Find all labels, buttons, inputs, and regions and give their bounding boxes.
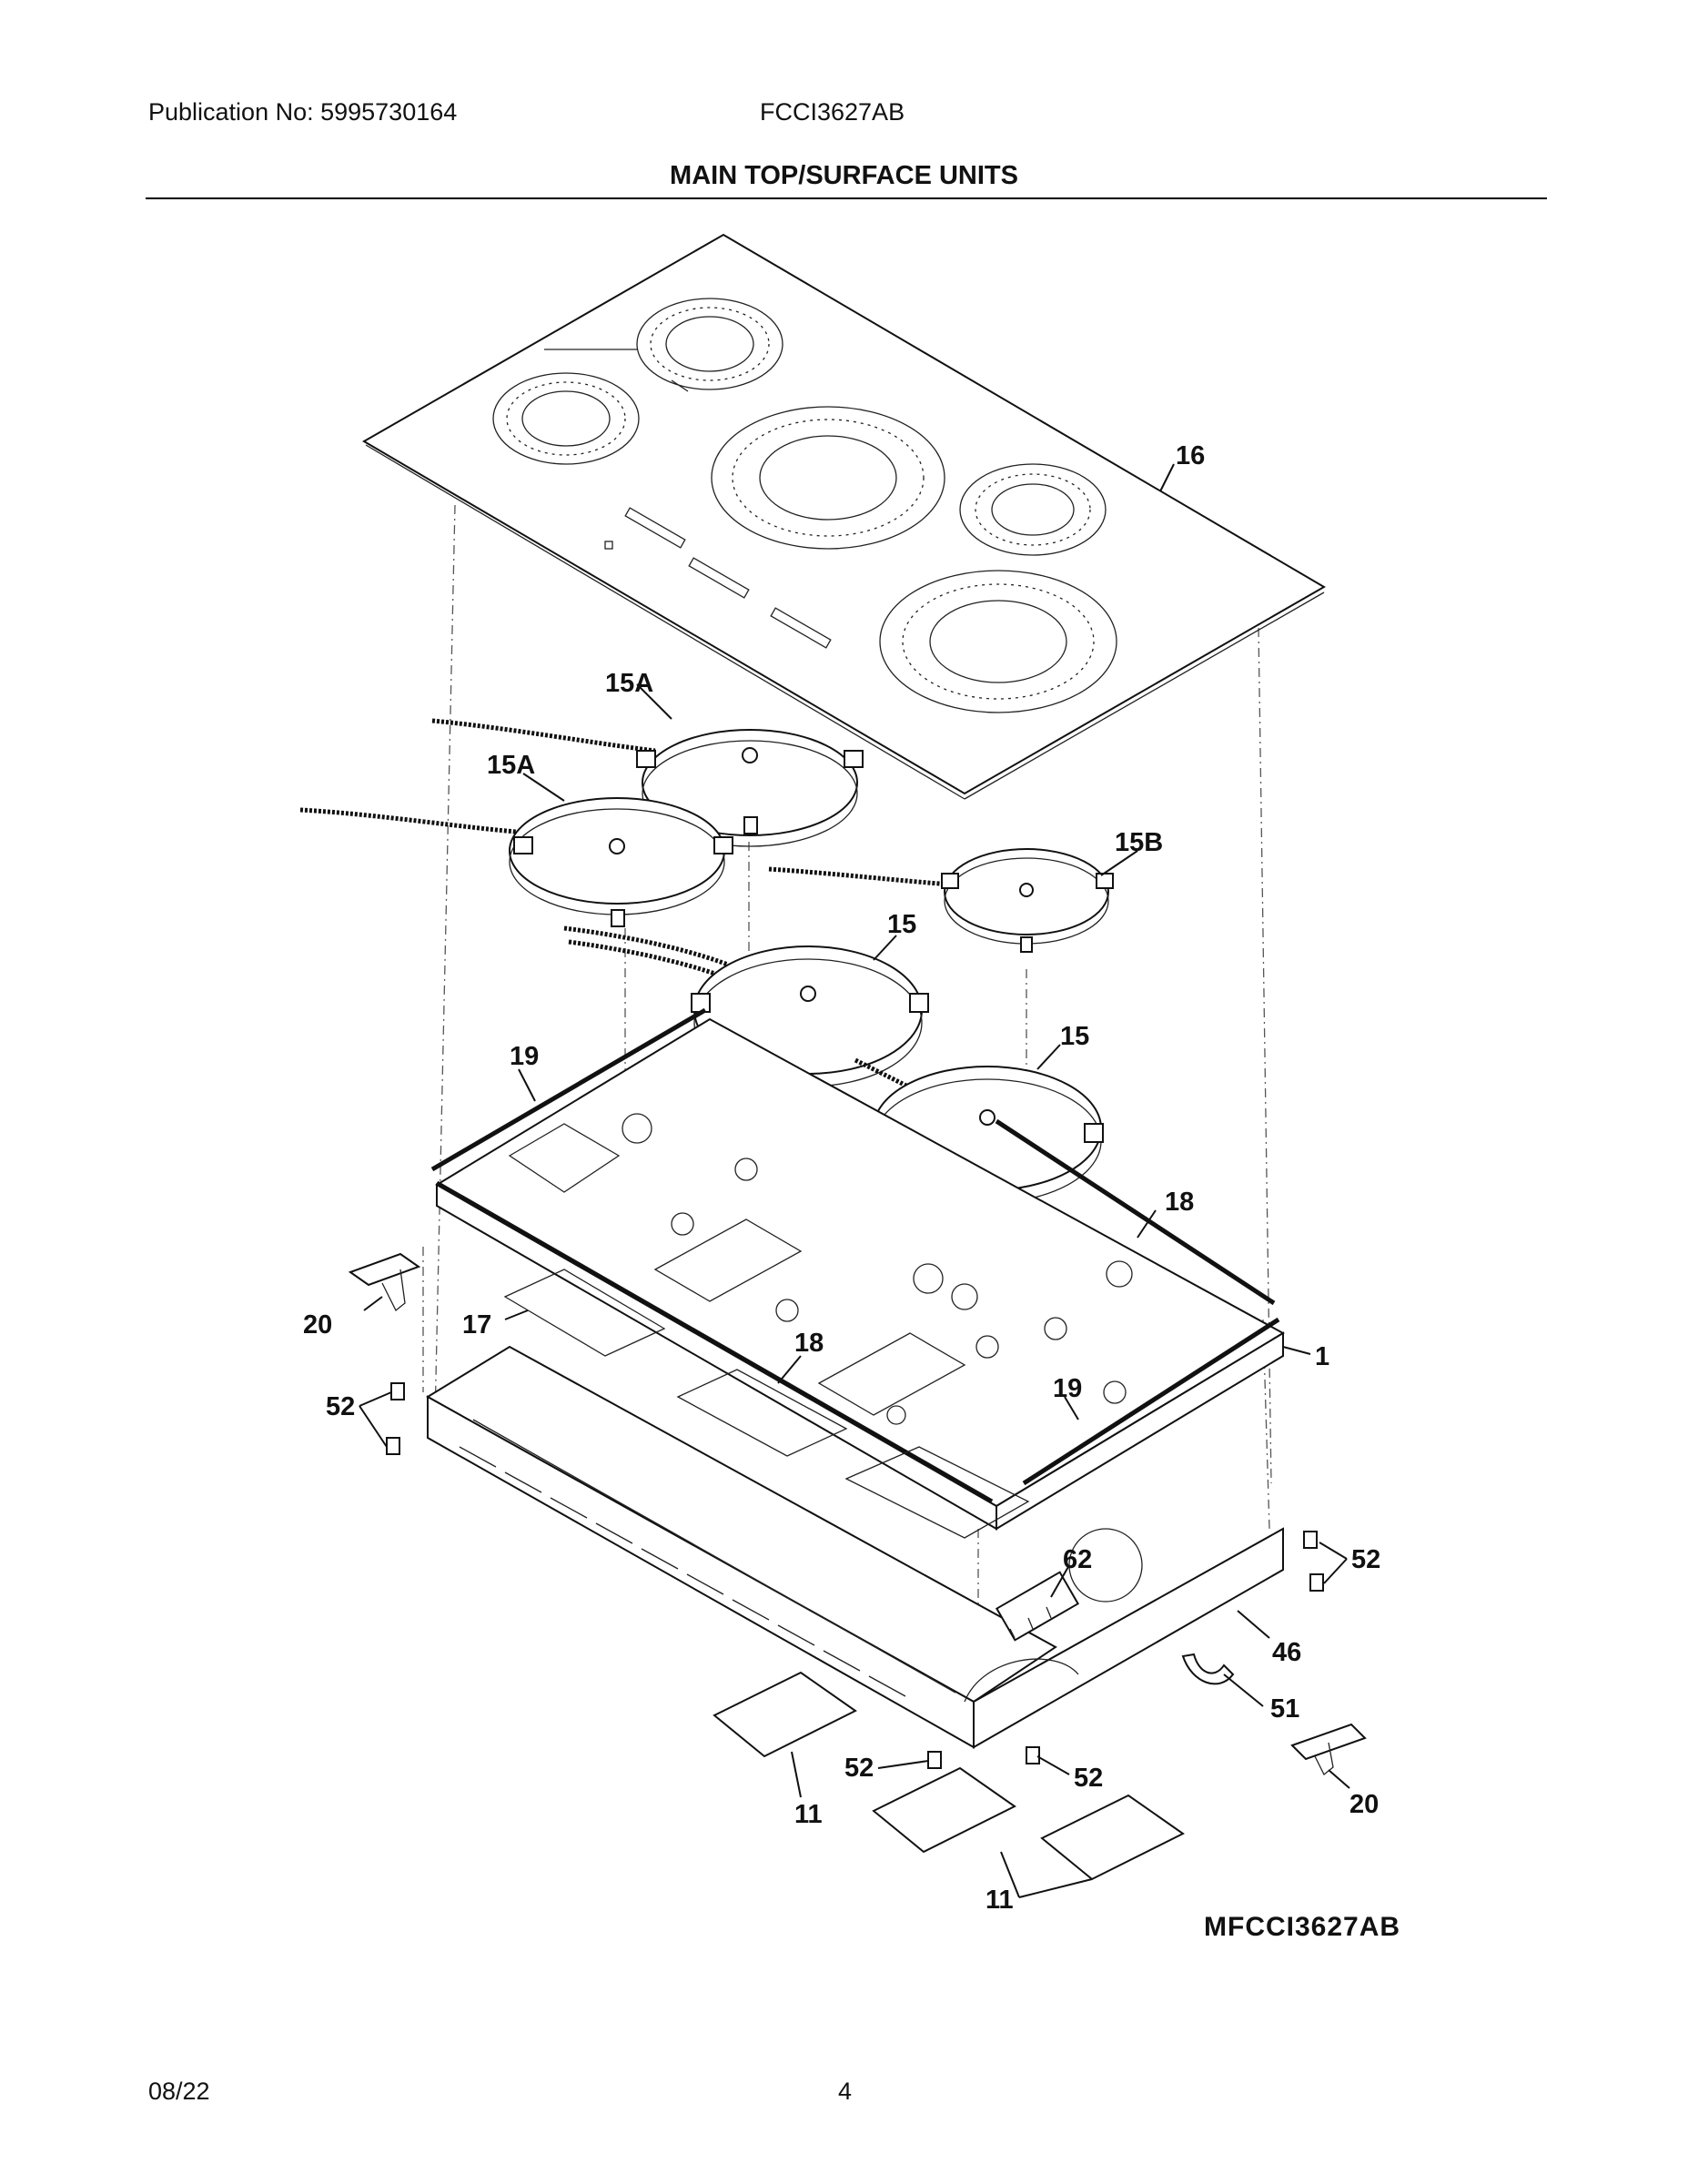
callout-15-right: 15	[1060, 1022, 1089, 1051]
burner-pattern-center	[711, 406, 945, 550]
title-divider	[146, 197, 1547, 199]
callout-18-center: 18	[794, 1329, 824, 1358]
callout-11-left: 11	[794, 1800, 823, 1829]
glass-cooktop-part-16	[362, 233, 1326, 800]
page-number: 4	[838, 2078, 853, 2105]
bracket-part-20-right	[1290, 1723, 1367, 1776]
callout-labels: 16 15A 15A 15B 15 15 19 18 17 18 19 1 20…	[303, 441, 1400, 1942]
mounting-brackets-part-11	[713, 1671, 1185, 1881]
callout-52-bottom-right: 52	[1074, 1764, 1103, 1793]
callout-20-left: 20	[303, 1310, 332, 1340]
callout-51: 51	[1270, 1694, 1299, 1724]
callout-15b: 15B	[1115, 828, 1163, 857]
induction-coil-15b	[768, 848, 1114, 953]
clips-part-52	[386, 1382, 1324, 1769]
page-title: MAIN TOP/SURFACE UNITS	[670, 161, 1018, 190]
callout-16: 16	[1176, 441, 1205, 470]
burner-pattern-right-rear	[959, 463, 1107, 556]
insulation-pad-part-17	[503, 1269, 1030, 1539]
callout-52-right: 52	[1351, 1545, 1380, 1574]
diagram-code: MFCCI3627AB	[1204, 1912, 1400, 1942]
bracket-part-20-left	[348, 1252, 421, 1312]
callout-20-right: 20	[1349, 1790, 1379, 1819]
callout-19-left: 19	[510, 1042, 539, 1071]
publication-number: Publication No: 5995730164	[148, 98, 458, 126]
vent-slots	[459, 1446, 906, 1697]
callout-1: 1	[1315, 1342, 1329, 1371]
model-number: FCCI3627AB	[760, 98, 905, 126]
callout-15-center: 15	[887, 910, 916, 939]
callout-18-right: 18	[1165, 1188, 1194, 1217]
burner-pattern-left-front	[636, 298, 783, 390]
terminal-block-part-62	[995, 1571, 1080, 1642]
callout-19-center: 19	[1053, 1374, 1082, 1403]
induction-coil-15a-lower	[299, 797, 733, 927]
callout-leaders	[359, 463, 1350, 1898]
burner-pattern-left-rear	[492, 372, 640, 465]
callout-15a-lower: 15A	[487, 751, 535, 780]
burner-pattern-right-front	[879, 570, 1117, 713]
strain-relief-part-51	[1181, 1653, 1235, 1685]
induction-coil-15a-upper	[431, 718, 864, 847]
callout-17: 17	[462, 1310, 491, 1340]
callout-52-bottom-left: 52	[844, 1754, 874, 1783]
main-frame-part-1	[435, 1017, 1286, 1531]
callout-62: 62	[1063, 1545, 1092, 1574]
footer-date: 08/22	[148, 2078, 210, 2105]
callout-15a-upper: 15A	[605, 669, 653, 698]
callout-11-right: 11	[986, 1886, 1014, 1915]
bottom-pan-part-46	[426, 1345, 1284, 1749]
callout-46: 46	[1272, 1638, 1301, 1667]
gaskets-parts-18-19	[430, 1007, 1280, 1504]
control-panel-graphics	[544, 349, 832, 649]
callout-52-left: 52	[326, 1392, 355, 1421]
